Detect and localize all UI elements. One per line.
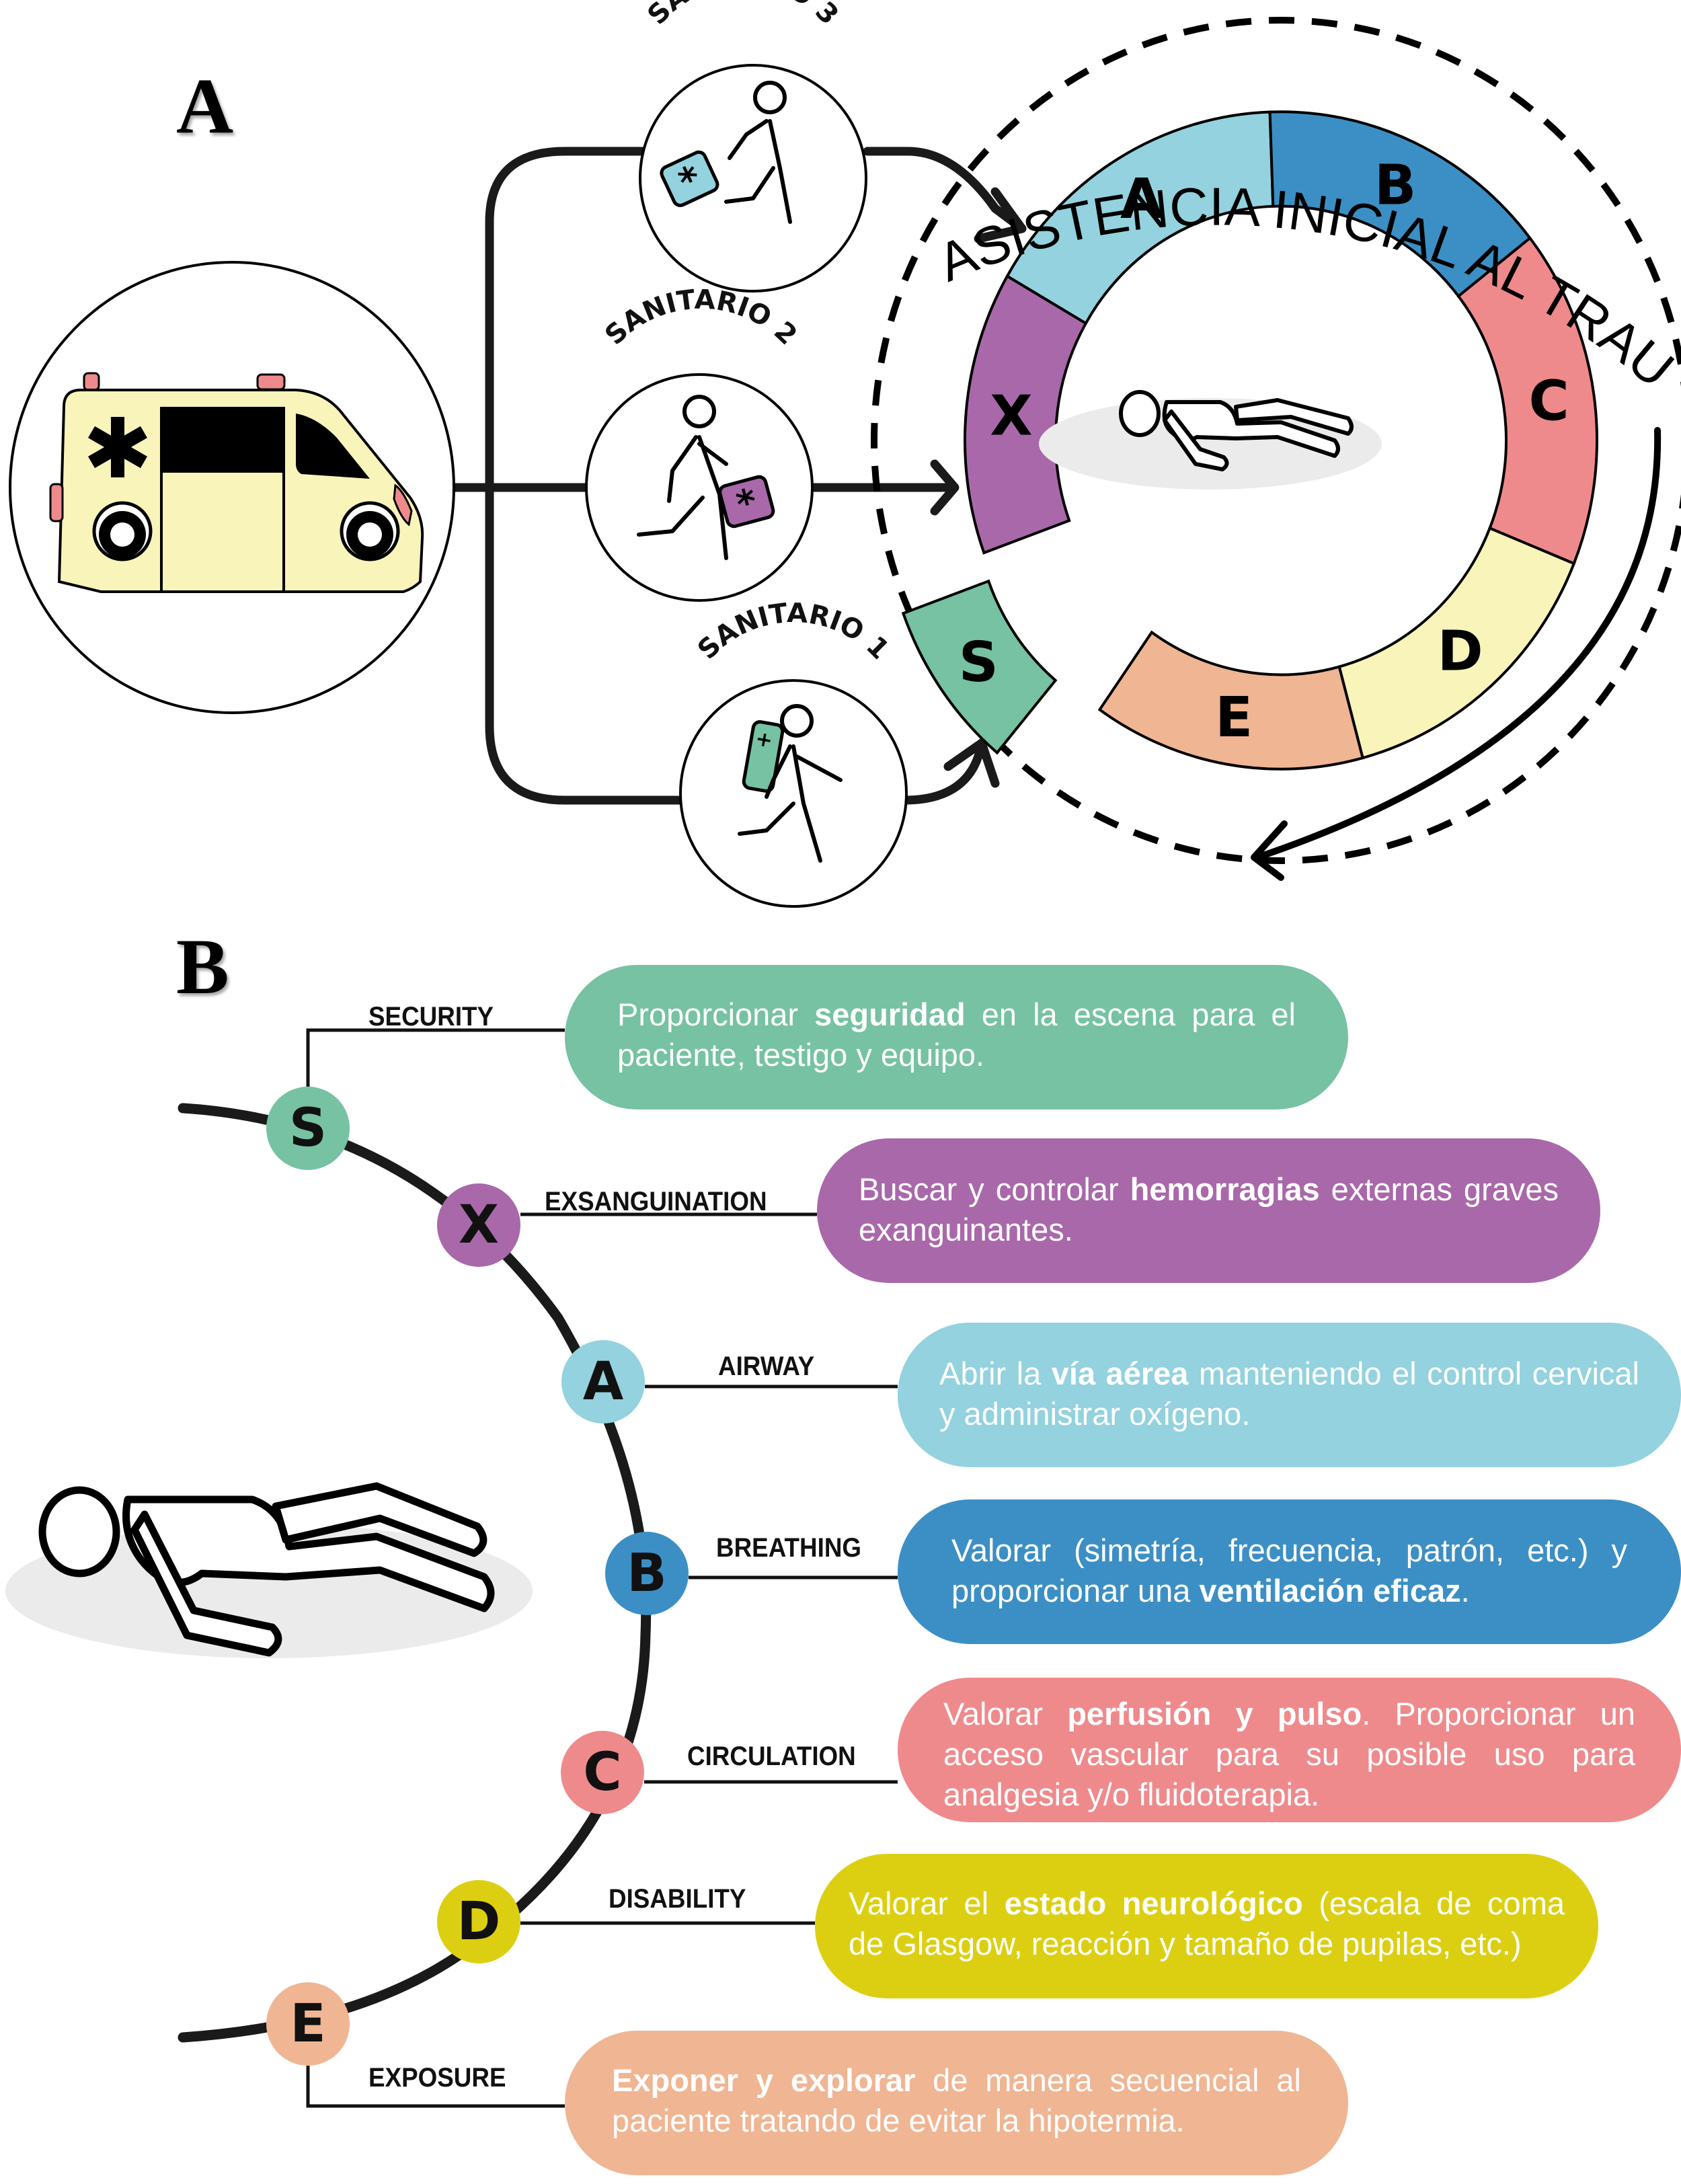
responder-2-label: SANITARIO 2: [599, 284, 803, 352]
step-description-c: Valorar perfusión y pulso. Proporcionar …: [898, 1678, 1681, 1822]
step-title-s: SECURITY: [368, 1002, 494, 1031]
svg-text:+: +: [754, 727, 775, 753]
abcde-ring: S X A B C D E: [901, 110, 1598, 771]
description-text: manteniendo el control cervical y admini…: [939, 1356, 1639, 1432]
description-text: Valorar: [943, 1696, 1068, 1731]
step-node-s: S: [266, 1087, 350, 1170]
ring-segment-label-d: D: [1438, 620, 1483, 684]
ring-segment-s: [901, 579, 1058, 755]
ring-segment-label-c: C: [1528, 370, 1569, 434]
description-text: Valorar (simetría, frecuencia, patrón, e…: [951, 1532, 1627, 1608]
ring-segment-label-s: S: [959, 631, 999, 695]
responder-1-label: SANITARIO 1: [692, 598, 895, 666]
emphasis-text: estado neurológico: [1004, 1885, 1303, 1921]
ring-segment-label-b: B: [1374, 154, 1417, 218]
cycle-arrow-icon: [1251, 427, 1662, 881]
running-person-icon: [738, 704, 843, 863]
step-node-e: E: [266, 1982, 350, 2066]
responder-1: SANITARIO 1 +: [679, 598, 908, 908]
ambulance-icon: [9, 261, 455, 714]
emphasis-text: ventilación eficaz: [1199, 1573, 1461, 1608]
step-description-s: Proporcionar seguridad en la escena para…: [565, 965, 1348, 1109]
responder-3: SANITARIO 3 *: [639, 0, 867, 292]
description-text: . Proporcionar un acceso vascular para s…: [943, 1696, 1635, 1812]
description-text: de manera secuencial al paciente tratand…: [612, 2062, 1301, 2138]
ring-segment-label-x: X: [990, 385, 1032, 448]
step-node-c: C: [561, 1731, 644, 1814]
description-text: en la escena para el paciente, testigo y…: [617, 997, 1296, 1072]
step-node-d: D: [437, 1880, 520, 1963]
ring-segment-label-a: A: [1120, 167, 1163, 231]
description-text: Buscar y controlar: [859, 1171, 1130, 1207]
emphasis-text: vía aérea: [1051, 1356, 1189, 1391]
description-text: (escala de coma de Glasgow, reacción y t…: [849, 1885, 1565, 1961]
panel-b-label: B: [176, 923, 229, 1011]
step-description-a: Abrir la vía aérea manteniendo el contro…: [898, 1323, 1681, 1467]
responder-3-label: SANITARIO 3: [641, 0, 844, 31]
emphasis-text: perfusión y pulso: [1067, 1696, 1362, 1731]
step-description-e: Exponer y explorar de manera secuencial …: [565, 2031, 1348, 2175]
step-title-c: CIRCULATION: [687, 1742, 856, 1771]
description-text: .: [1460, 1573, 1470, 1608]
injured-patient-icon: [1039, 390, 1382, 490]
medical-kit-icon: *: [660, 150, 719, 208]
step-title-a: AIRWAY: [718, 1352, 815, 1381]
step-description-x: Buscar y controlar hemorragias externas …: [817, 1138, 1600, 1283]
ring-segment-e: [1097, 630, 1365, 771]
description-text: Abrir la: [939, 1356, 1052, 1391]
step-node-a: A: [561, 1340, 645, 1424]
ring-segment-label-e: E: [1215, 686, 1253, 750]
responder-2: SANITARIO 2 *: [585, 284, 814, 602]
step-title-e: EXPOSURE: [368, 2063, 506, 2093]
medical-kit-icon: *: [718, 475, 775, 529]
step-description-d: Valorar el estado neurológico (escala de…: [815, 1854, 1598, 1998]
description-text: Valorar el: [849, 1885, 1005, 1921]
running-person-icon: [724, 81, 792, 224]
step-title-b: BREATHING: [716, 1533, 862, 1563]
step-title-d: DISABILITY: [609, 1884, 746, 1914]
description-text: Proporcionar: [617, 997, 815, 1032]
emphasis-text: hemorragias: [1130, 1171, 1320, 1207]
emphasis-text: seguridad: [814, 997, 966, 1032]
backpack-icon: +: [742, 720, 785, 793]
emphasis-text: Exponer y explorar: [612, 2062, 916, 2098]
description-text: externas graves exanguinantes.: [859, 1171, 1559, 1247]
step-node-x: X: [437, 1183, 520, 1267]
dashed-cycle-ring: [871, 17, 1681, 864]
step-description-b: Valorar (simetría, frecuencia, patrón, e…: [898, 1499, 1681, 1644]
step-node-b: B: [605, 1532, 689, 1615]
panel-a-label: A: [176, 62, 234, 150]
step-title-x: EXSANGUINATION: [545, 1187, 767, 1216]
